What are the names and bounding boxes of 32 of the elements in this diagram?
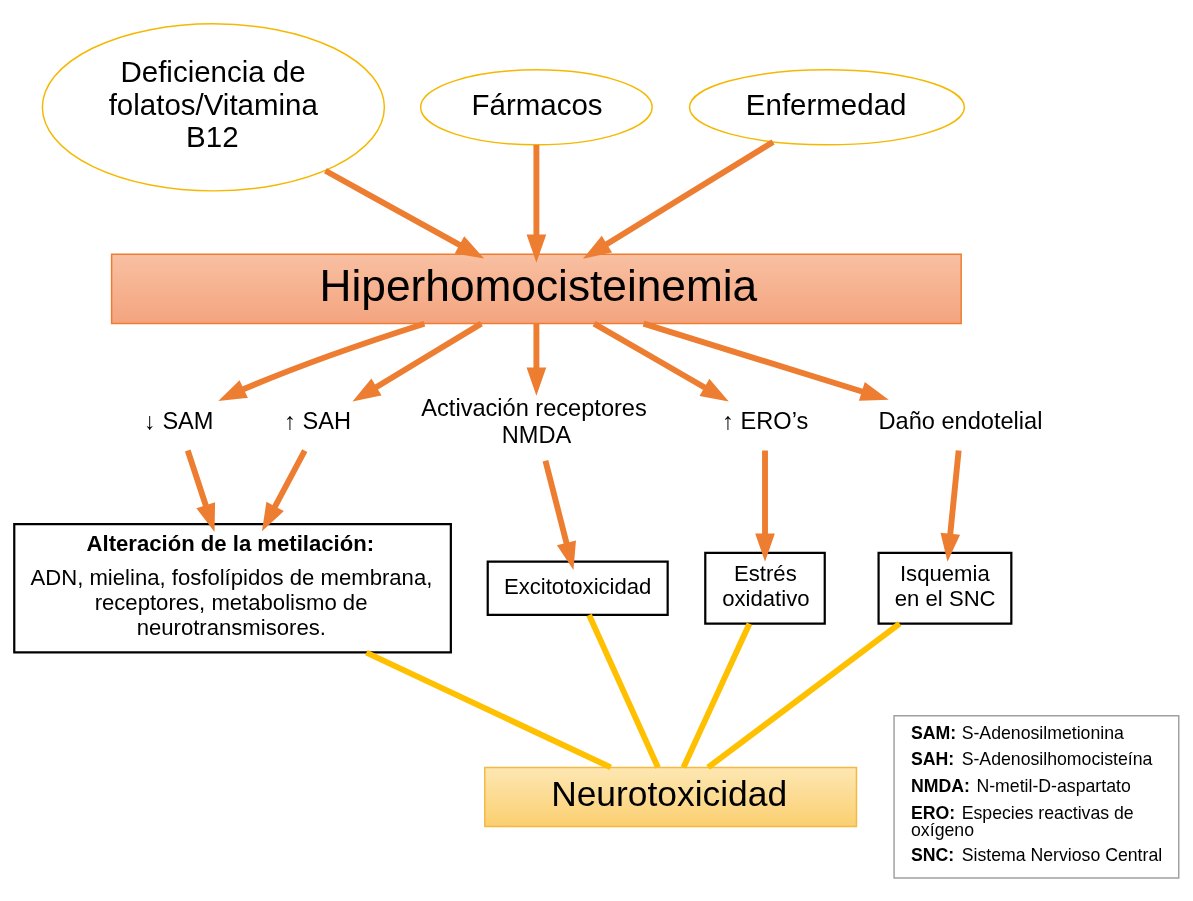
arrow	[642, 320, 889, 401]
node-text: ↑ ERO’s	[722, 407, 809, 434]
node-box: Estrés oxidativo	[704, 551, 826, 625]
arrow	[755, 450, 775, 562]
connector	[365, 649, 612, 770]
arrow	[542, 459, 576, 570]
node-box: Excitotoxicidad	[486, 560, 669, 616]
node-box: Neurotoxicidad	[484, 766, 858, 827]
node-ellipse: Enfermedad	[688, 68, 966, 146]
arrow	[184, 449, 216, 532]
node-box: Alteración de la metilación: ADN, mielina, fosfolípidos de membrana, receptores, metabolismo de neurotransmisores.	[13, 522, 452, 654]
node-text: ↓ SAM	[144, 407, 214, 434]
arrow	[582, 138, 775, 259]
node-text: Activación receptores NMDA	[421, 394, 647, 448]
node-ellipse: Deficiencia de folatos/Vitamina B12	[41, 22, 386, 192]
arrow	[592, 320, 729, 401]
node-text: Daño endotelial	[878, 407, 1043, 434]
arrow	[526, 323, 547, 396]
connector	[706, 620, 902, 770]
arrow	[261, 448, 308, 531]
arrow	[324, 167, 485, 258]
connector	[680, 622, 753, 769]
arrow	[526, 144, 547, 263]
node-text: ↑ SAH	[284, 407, 352, 434]
arrow	[352, 320, 483, 402]
node-ellipse: Fármacos	[419, 68, 653, 146]
node-box: SAM: S-Adenosilmetionina SAH: S-Adenosilhomocisteína NMDA: N-metil-D-aspartato ERO: Especies reactivas de oxígeno SNC: Sistema Nervioso Central	[893, 714, 1180, 879]
arrow	[218, 320, 426, 401]
node-box: Hiperhomocisteinemia	[110, 252, 962, 324]
connector	[586, 613, 661, 769]
node-box: Isquemia en el SNC	[877, 551, 1013, 625]
arrow	[940, 449, 962, 562]
